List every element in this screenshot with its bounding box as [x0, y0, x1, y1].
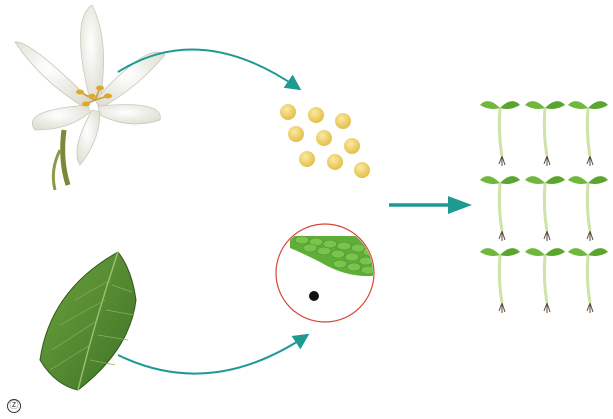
seedling-1	[480, 101, 520, 166]
arrow-leaf-to-cells	[117, 333, 310, 375]
arrow-to-seedlings	[389, 196, 472, 214]
pollen-grains	[280, 104, 370, 178]
seedling-2	[525, 101, 565, 166]
leaf	[39, 251, 137, 391]
seedling-9	[568, 248, 608, 313]
seedling-7	[480, 248, 520, 313]
seedling-6	[568, 176, 608, 241]
arrow-flower-to-pollen	[117, 48, 302, 91]
lily-flower	[14, 4, 166, 191]
seedling-4	[480, 176, 520, 241]
seedling-3	[568, 101, 608, 166]
leaf-cells-magnified	[275, 223, 375, 323]
seedling-5	[525, 176, 565, 241]
seedling-8	[525, 248, 565, 313]
seedlings-grid	[480, 101, 608, 313]
watermark-logo: Ⓩ	[7, 399, 21, 413]
